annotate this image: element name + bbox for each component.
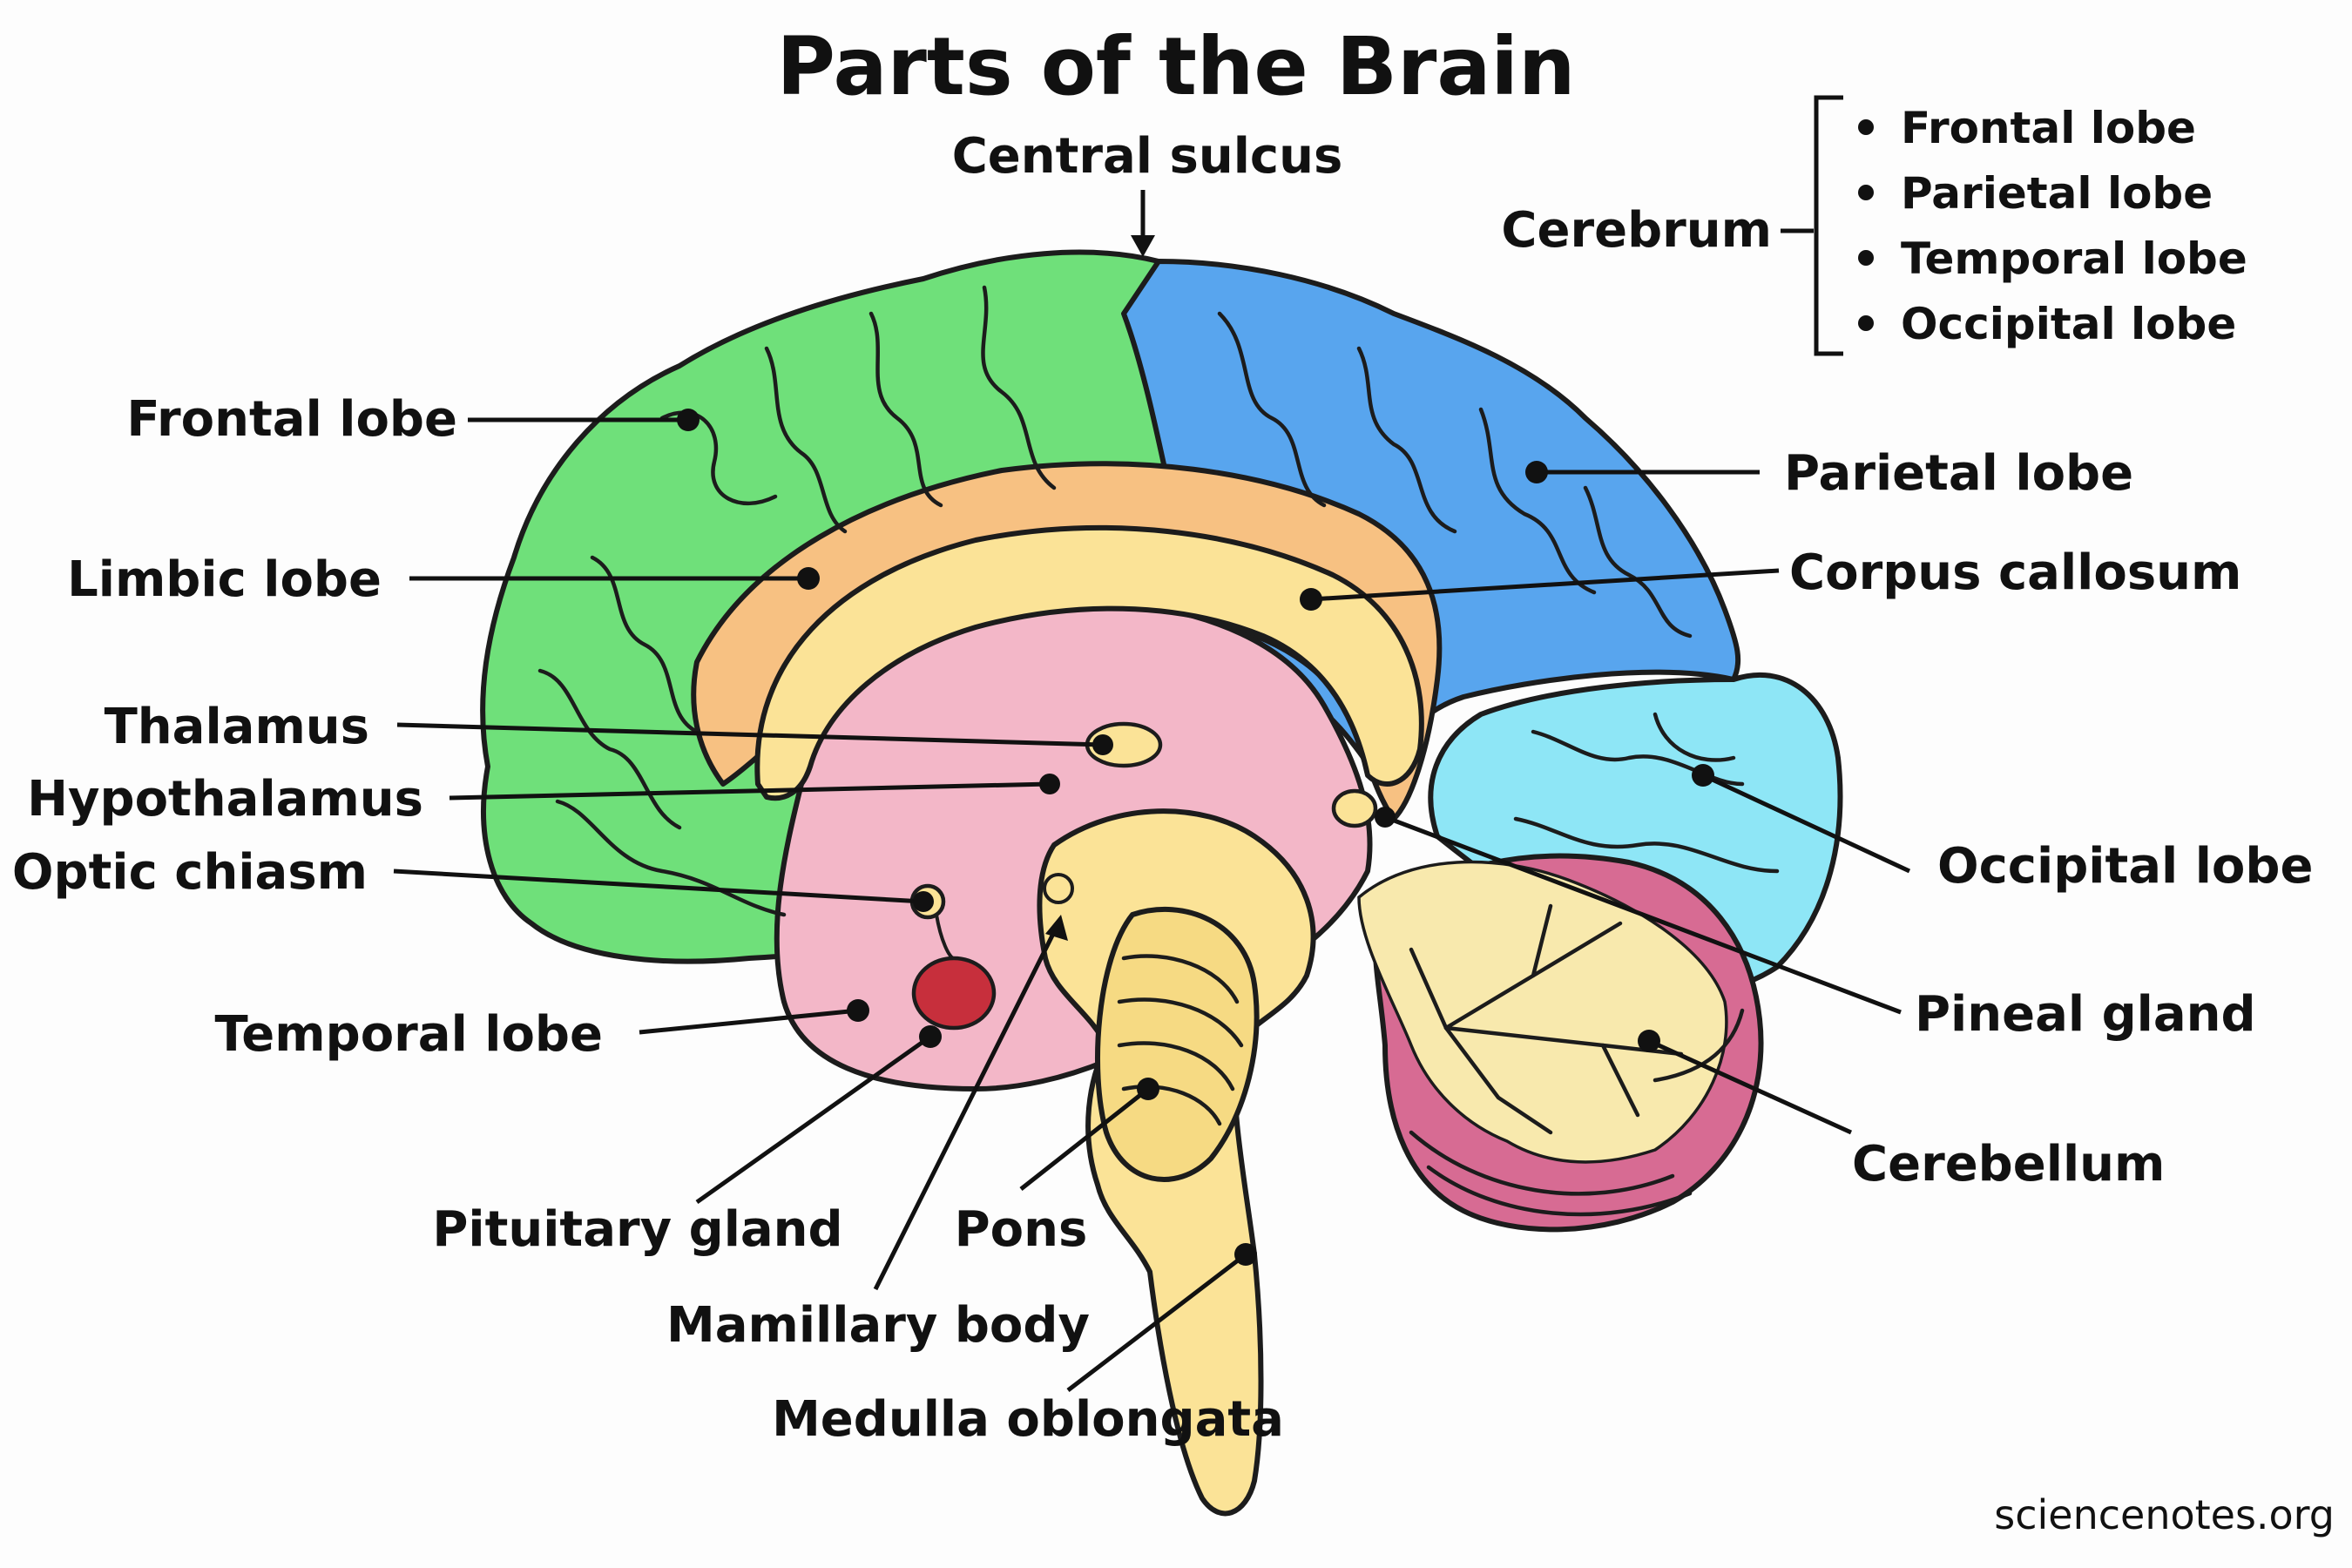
label-thalamus: Thalamus <box>105 699 369 755</box>
cerebrum-list: Frontal lobe Parietal lobe Temporal lobe… <box>1858 103 2247 349</box>
label-limbic-lobe: Limbic lobe <box>67 551 382 608</box>
bullet <box>1858 250 1874 266</box>
pineal-gland-shape <box>1331 788 1378 828</box>
label-optic-chiasm: Optic chiasm <box>12 844 368 901</box>
label-pituitary-gland: Pituitary gland <box>432 1201 842 1258</box>
pituitary-stalk <box>935 914 955 960</box>
label-parietal-lobe: Parietal lobe <box>1784 445 2133 502</box>
bullet <box>1858 185 1874 200</box>
cerebrum-item: Occipital lobe <box>1901 299 2236 349</box>
label-frontal-lobe: Frontal lobe <box>126 391 457 448</box>
label-pineal-gland: Pineal gland <box>1915 986 2256 1043</box>
label-medulla-oblongata: Medulla oblongata <box>772 1391 1284 1448</box>
label-pons: Pons <box>955 1201 1088 1258</box>
label-hypothalamus: Hypothalamus <box>27 771 423 828</box>
label-corpus-callosum: Corpus callosum <box>1789 544 2241 601</box>
bullet <box>1858 119 1874 135</box>
cerebrum-item: Parietal lobe <box>1901 168 2213 219</box>
cerebrum-item: Temporal lobe <box>1901 233 2247 284</box>
label-mamillary-body: Mamillary body <box>666 1297 1090 1354</box>
cerebellum-white-matter <box>1357 860 1728 1164</box>
label-central-sulcus: Central sulcus <box>952 128 1343 185</box>
labels: Central sulcus Frontal lobe Limbic lobe … <box>12 103 2335 1538</box>
leader-lines <box>393 95 1911 1392</box>
diagram-title: Parts of the Brain <box>777 20 1576 113</box>
pituitary-gland-shape <box>911 956 997 1031</box>
corpus-callosum-region <box>754 524 1424 801</box>
cerebellum-folia <box>1409 1008 1745 1217</box>
label-temporal-lobe: Temporal lobe <box>215 1006 603 1063</box>
bullet <box>1858 315 1874 331</box>
cerebellum-arbor <box>1409 903 1684 1135</box>
brain-drawing <box>480 249 1843 1517</box>
label-occipital-lobe: Occipital lobe <box>1937 838 2313 895</box>
label-cerebellum: Cerebellum <box>1852 1136 2165 1193</box>
mamillary-body-shape <box>1043 873 1074 904</box>
label-cerebrum: Cerebrum <box>1501 202 1772 259</box>
credit-text: sciencenotes.org <box>1994 1491 2335 1538</box>
cerebrum-item: Frontal lobe <box>1901 103 2196 153</box>
